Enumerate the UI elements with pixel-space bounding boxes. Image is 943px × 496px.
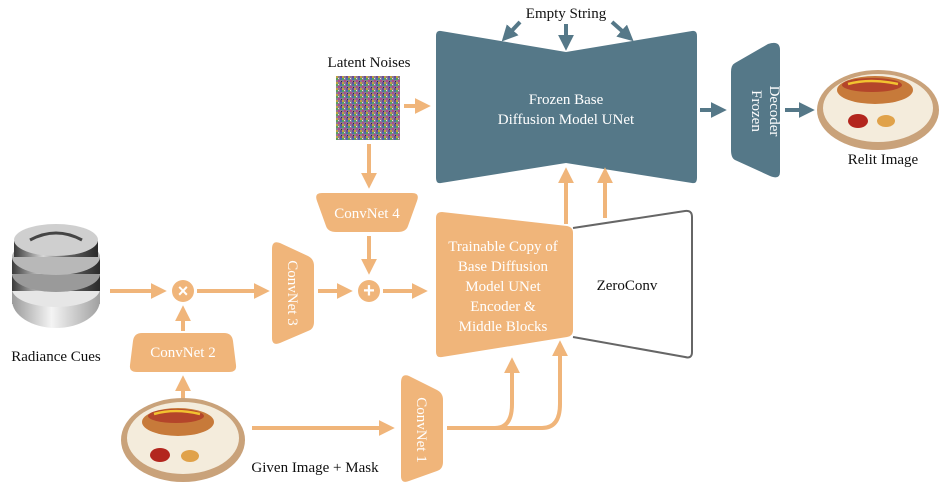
convnet4-block: ConvNet 4 [316, 193, 418, 232]
relit-image-label: Relit Image [848, 152, 919, 168]
convnet1-block: ConvNet 1 [401, 375, 443, 482]
given-image [121, 398, 245, 482]
empty-string-arrows [501, 20, 634, 51]
noise-arrows [361, 98, 431, 189]
empty-string-label: Empty String [526, 6, 607, 22]
trainable-label-line4: Encoder & [470, 299, 536, 315]
convnet4-label: ConvNet 4 [334, 206, 400, 222]
trainable-label-line5: Middle Blocks [459, 319, 548, 335]
add-node: + [358, 280, 380, 302]
radiance-cues-label: Radiance Cues [11, 349, 101, 365]
radiance-cues-image [12, 224, 100, 328]
latent-noises-label: Latent Noises [328, 55, 411, 71]
frozen-decoder-label-line1: Frozen [748, 90, 764, 132]
given-image-label: Given Image + Mask [251, 460, 379, 476]
convnet1-to-trainable-arrows [447, 340, 568, 430]
zeroconv-label: ZeroConv [597, 278, 658, 294]
trainable-label-line1: Trainable Copy of [448, 239, 557, 255]
trainable-copy-block: Trainable Copy of Base Diffusion Model U… [436, 212, 573, 358]
convnet2-label: ConvNet 2 [150, 345, 215, 361]
convnet1-label: ConvNet 1 [413, 397, 429, 462]
multiply-symbol: × [178, 281, 189, 301]
trainable-label-line2: Base Diffusion [458, 259, 549, 275]
trainable-label-line3: Model UNet [465, 279, 541, 295]
convnet2-block: ConvNet 2 [129, 333, 237, 372]
frozen-unet-label-line2: Diffusion Model UNet [498, 112, 635, 128]
zeroconv-block: ZeroConv [572, 209, 693, 359]
relit-image [817, 70, 939, 150]
convnet3-label: ConvNet 3 [284, 260, 300, 325]
frozen-unet-label-line1: Frozen Base [529, 92, 604, 108]
convnet3-block: ConvNet 3 [272, 242, 314, 344]
multiply-node: × [172, 280, 194, 302]
frozen-unet-block: Frozen Base Diffusion Model UNet [436, 30, 697, 184]
frozen-decoder-label-line2: Decoder [766, 86, 782, 137]
add-symbol: + [363, 280, 375, 302]
skip-connection-arrows [558, 167, 613, 224]
frozen-decoder-block: Frozen Decoder [731, 42, 782, 178]
latent-noise-image [336, 76, 400, 140]
